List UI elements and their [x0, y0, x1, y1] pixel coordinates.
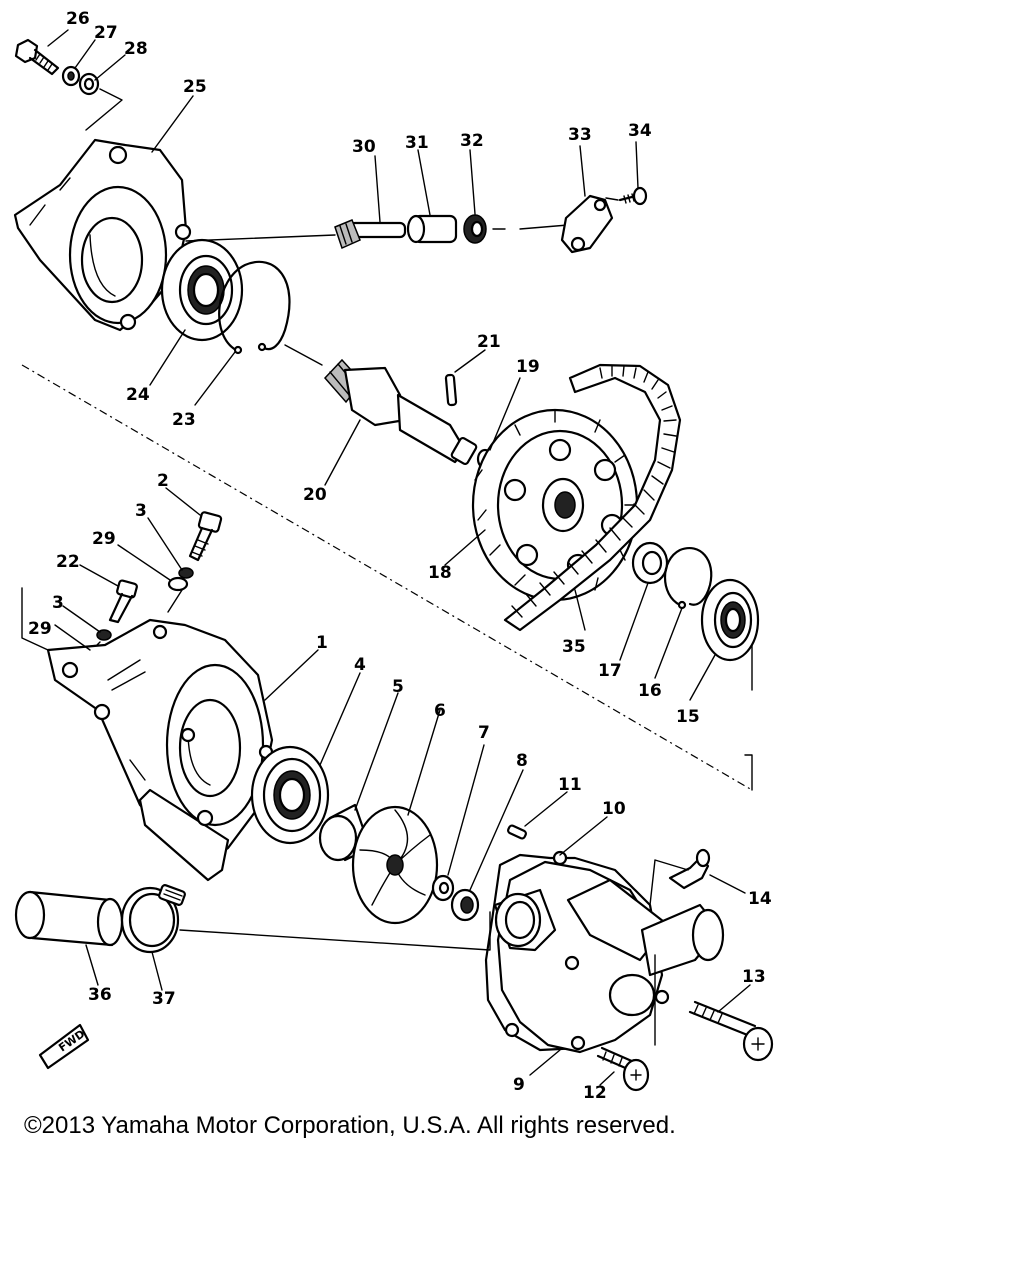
callout-32: 32 [460, 131, 484, 151]
bushing-31 [406, 214, 458, 244]
impeller-6 [351, 805, 439, 925]
bearing-15 [700, 578, 760, 662]
callout-16: 16 [638, 681, 662, 701]
pin-21 [444, 373, 458, 407]
callout-33: 33 [568, 125, 592, 145]
callout-29-lower: 29 [28, 619, 52, 639]
assembly-axis-line [21, 364, 753, 791]
oil-seal-32 [463, 214, 487, 244]
callout-labels: 26 27 28 25 30 31 32 33 34 24 23 21 19 2… [28, 9, 772, 1103]
callout-3-lower: 3 [52, 593, 64, 613]
leader-23-20 [284, 344, 323, 366]
leader-32-33 [492, 224, 569, 230]
callout-30: 30 [352, 137, 376, 157]
callout-8: 8 [516, 751, 528, 771]
callout-28: 28 [124, 39, 148, 59]
leader-33-34 [605, 197, 619, 201]
callout-14: 14 [748, 889, 772, 909]
callout-9: 9 [513, 1075, 525, 1095]
washer-7 [431, 874, 455, 902]
callout-20: 20 [303, 485, 327, 505]
callout-17: 17 [598, 661, 622, 681]
timing-belt-35 [503, 363, 682, 632]
washer-17 [631, 541, 669, 585]
callout-19: 19 [516, 357, 540, 377]
pump-cover-9 [493, 850, 725, 1054]
callout-10: 10 [602, 799, 626, 819]
callout-24: 24 [126, 385, 150, 405]
dowel-pin-11 [507, 824, 527, 840]
fwd-arrow-marker: FWD [38, 1023, 90, 1070]
lock-washer-3-upper [178, 567, 194, 579]
circlip-23 [218, 260, 291, 355]
callout-15: 15 [676, 707, 700, 727]
pulley-18 [471, 408, 639, 602]
bolt-12 [596, 1046, 650, 1092]
callout-3-upper: 3 [135, 501, 147, 521]
callout-leaders [47, 29, 751, 1086]
callout-7: 7 [478, 723, 490, 743]
bolt-26 [14, 38, 60, 76]
assembly-bracket-left [21, 587, 49, 651]
pump-housing-1 [46, 618, 274, 882]
bearing-4 [250, 745, 330, 845]
callout-18: 18 [428, 563, 452, 583]
callout-21: 21 [477, 332, 501, 352]
leader-14-bracket [649, 859, 689, 1046]
copyright-notice: ©2013 Yamaha Motor Corporation, U.S.A. A… [24, 1112, 676, 1139]
washer-29-upper [167, 576, 189, 592]
callout-27: 27 [94, 23, 118, 43]
exploded-parts-diagram: FWD [13, 9, 774, 1103]
callout-29-upper: 29 [92, 529, 116, 549]
leader-8-37 [179, 911, 491, 951]
callout-2: 2 [157, 471, 169, 491]
impeller-shaft-20 [323, 358, 478, 466]
callout-23: 23 [172, 410, 196, 430]
screw-34 [618, 186, 648, 206]
seal-8 [450, 888, 480, 922]
callout-6: 6 [434, 701, 446, 721]
callout-35: 35 [562, 637, 586, 657]
bolt-2 [188, 511, 223, 562]
callout-25: 25 [183, 77, 207, 97]
callout-4: 4 [354, 655, 366, 675]
retaining-plate-33 [560, 194, 614, 254]
callout-34: 34 [628, 121, 652, 141]
callout-31: 31 [405, 133, 429, 153]
pipe-fitting-14 [668, 848, 711, 890]
callout-26: 26 [66, 9, 90, 29]
callout-13: 13 [742, 967, 766, 987]
leader-26-28 [85, 88, 123, 131]
callout-5: 5 [392, 677, 404, 697]
gear-shaft-30 [334, 219, 407, 250]
callout-1: 1 [316, 633, 328, 653]
callout-12: 12 [583, 1083, 607, 1103]
hose-clamp-37 [120, 884, 186, 954]
callout-22: 22 [56, 552, 80, 572]
lock-washer-27 [61, 65, 81, 87]
washer-28 [78, 72, 100, 96]
bearing-24 [160, 238, 244, 342]
callout-36: 36 [88, 985, 112, 1005]
circlip-16 [664, 547, 713, 610]
lock-washer-3-lower [96, 629, 112, 641]
callout-11: 11 [558, 775, 582, 795]
bolt-13 [688, 1000, 774, 1062]
bolt-22 [108, 579, 138, 624]
hose-36 [14, 890, 124, 947]
callout-37: 37 [152, 989, 176, 1009]
